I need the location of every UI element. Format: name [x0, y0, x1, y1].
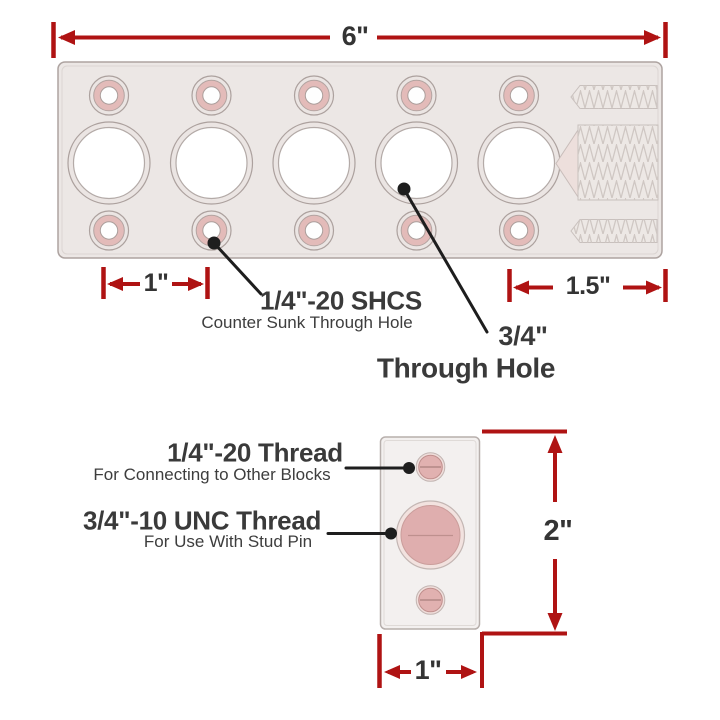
- quarter-thread-hole-bottom: [415, 585, 446, 615]
- thread-stud-small-top: [570, 85, 658, 109]
- countersunk-hole: [498, 75, 540, 116]
- countersunk-hole: [88, 75, 130, 116]
- unc-thread-hole: [395, 500, 466, 570]
- countersunk-hole: [396, 210, 437, 251]
- dim-label-1-5in: 1.5": [565, 271, 611, 300]
- countersunk-hole: [396, 75, 437, 116]
- unc-thread-subtitle: For Use With Stud Pin: [143, 532, 313, 552]
- dim-label-1in-width: 1": [414, 654, 442, 685]
- quarter-thread-hole-top: [415, 452, 446, 482]
- dimension-2in-height: [482, 429, 567, 636]
- quarter-thread-subtitle: For Connecting to Other Blocks: [93, 465, 331, 485]
- dimension-6in: [51, 22, 668, 58]
- thread-stud-small-bottom: [570, 219, 658, 243]
- callout-dot: [207, 236, 221, 250]
- through-hole: [374, 121, 459, 205]
- countersunk-hole: [88, 210, 130, 251]
- through-hole-label: Through Hole: [376, 352, 556, 384]
- countersunk-hole: [293, 210, 335, 251]
- callout-dot: [403, 462, 415, 474]
- shcs-callout-title: 1/4"-20 SHCS: [260, 285, 422, 316]
- through-hole-size: 3/4": [498, 320, 548, 351]
- callout-through-hole: [397, 182, 489, 334]
- callout-shcs: [207, 236, 263, 296]
- dim-label-6in: 6": [341, 20, 369, 51]
- callout-unc-thread: [326, 527, 397, 540]
- callout-dot: [397, 182, 411, 196]
- callout-quarter-thread: [344, 462, 415, 474]
- unc-thread-title: 3/4"-10 UNC Thread: [82, 505, 322, 536]
- countersunk-hole: [498, 210, 540, 251]
- countersunk-hole: [293, 75, 335, 116]
- dimension-1in-width: [377, 632, 484, 688]
- callout-dot: [385, 527, 397, 540]
- dimension-1-5in-edge: [507, 269, 668, 302]
- through-hole: [477, 121, 561, 205]
- dim-label-2in: 2": [543, 514, 573, 547]
- through-hole: [169, 121, 254, 205]
- through-hole: [272, 121, 356, 205]
- thread-stud-large: [555, 124, 659, 201]
- dim-label-1in-spacing: 1": [143, 268, 169, 297]
- shcs-callout-subtitle: Counter Sunk Through Hole: [201, 313, 413, 333]
- countersunk-hole: [191, 75, 232, 116]
- dimension-1in-spacing: [101, 267, 210, 299]
- quarter-thread-title: 1/4"-20 Thread: [167, 437, 343, 468]
- through-hole: [67, 121, 151, 205]
